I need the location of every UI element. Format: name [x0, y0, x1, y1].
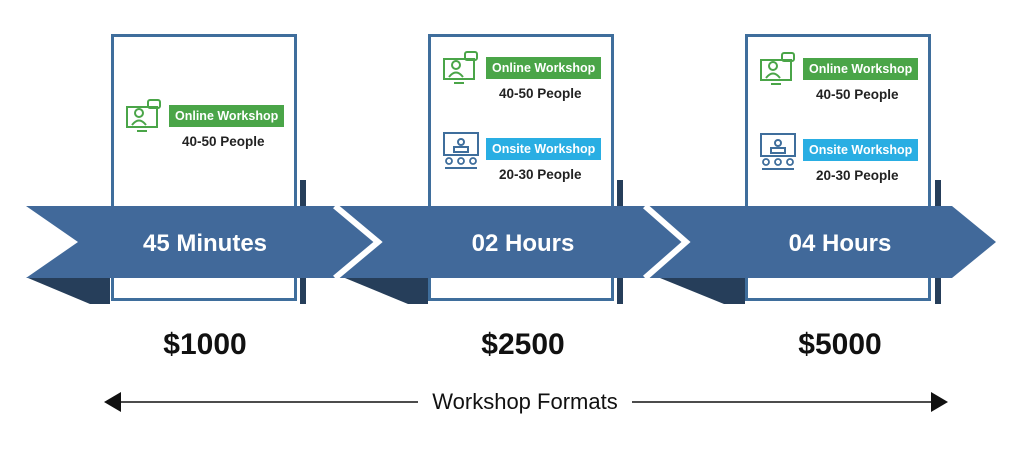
- arrow-shadow-1: [28, 278, 110, 304]
- people-count: 20-30 People: [816, 168, 899, 183]
- onsite-meeting-icon: [443, 132, 479, 169]
- price-1: $1000: [163, 328, 247, 361]
- format-badge: Online Workshop: [486, 57, 602, 79]
- format-badge: Onsite Workshop: [486, 138, 602, 160]
- onsite-meeting-icon: [760, 133, 796, 170]
- format-badge: Onsite Workshop: [803, 139, 919, 161]
- price-3: $5000: [798, 328, 882, 361]
- arrow-shadow-3: [660, 278, 745, 304]
- duration-label-2: 02 Hours: [471, 230, 575, 257]
- people-count: 40-50 People: [182, 134, 265, 149]
- price-2: $2500: [481, 328, 565, 361]
- format-badge: Online Workshop: [803, 58, 919, 80]
- duration-label-3: 04 Hours: [788, 230, 892, 257]
- duration-label-1: 45 Minutes: [142, 230, 268, 257]
- arrow-shadow-2: [345, 278, 428, 304]
- arrow-chevron-1: [26, 206, 385, 278]
- online-presenter-icon: [126, 99, 161, 132]
- arrow-separator-2: [643, 203, 691, 281]
- arrow-right-icon: [931, 392, 948, 412]
- arrow-chevron-3: [645, 206, 996, 278]
- people-count: 40-50 People: [816, 87, 899, 102]
- arrow-chevron-2: [335, 206, 693, 278]
- online-presenter-icon: [443, 51, 478, 84]
- format-badge: Online Workshop: [169, 105, 285, 127]
- formats-label: Workshop Formats: [418, 389, 632, 415]
- people-count: 40-50 People: [499, 86, 582, 101]
- arrow-separator-1: [333, 203, 383, 281]
- online-presenter-icon: [760, 52, 795, 85]
- people-count: 20-30 People: [499, 167, 582, 182]
- arrow-left-icon: [104, 392, 121, 412]
